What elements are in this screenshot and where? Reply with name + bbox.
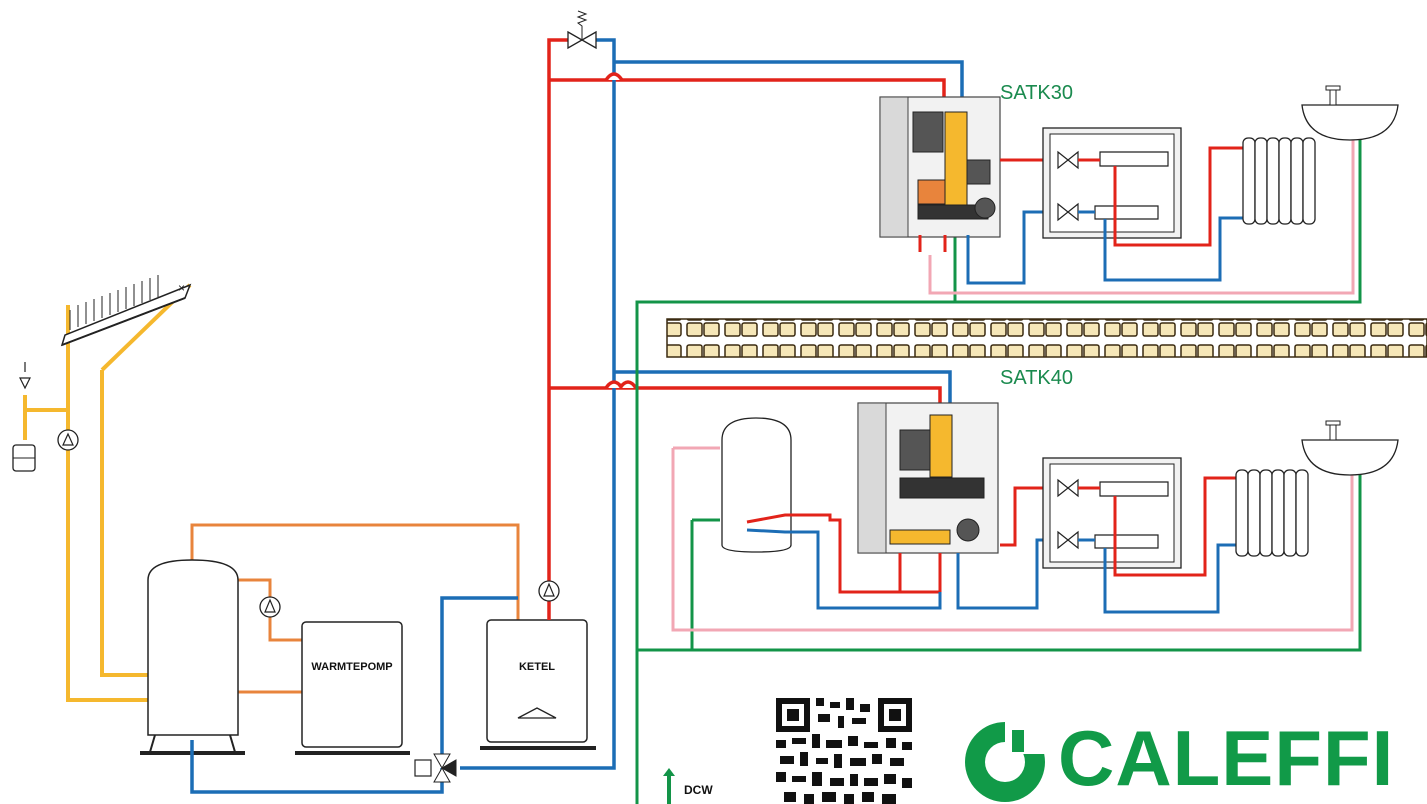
satk40-flow bbox=[746, 486, 1055, 594]
manifold-valves bbox=[1057, 478, 1079, 550]
safety-valve-icon bbox=[19, 362, 31, 390]
dcw-line bbox=[635, 140, 1362, 804]
pump-icon bbox=[57, 429, 79, 451]
unit-label-satk40: SATK40 bbox=[1000, 367, 1073, 389]
washbasin-icon bbox=[1301, 85, 1399, 141]
satellite-unit-satk30 bbox=[879, 96, 1001, 238]
pipe-crossing bbox=[604, 72, 638, 390]
washbasin-icon bbox=[1301, 420, 1399, 476]
storage-tank-icon bbox=[140, 559, 245, 755]
expansion-vessel-icon bbox=[12, 444, 36, 472]
solar-collector-icon: × bbox=[60, 275, 192, 347]
safety-valve-icon bbox=[567, 10, 597, 50]
caleffi-logo-icon bbox=[965, 722, 1049, 802]
brand-name: CALEFFI bbox=[1058, 714, 1395, 802]
satellite-unit-satk40 bbox=[857, 402, 999, 554]
manifold-valves bbox=[1057, 150, 1079, 222]
wall-section bbox=[666, 318, 1427, 358]
pump-icon bbox=[259, 596, 281, 618]
svg-text:×: × bbox=[178, 281, 185, 295]
dhw-return-line bbox=[671, 140, 1355, 632]
satk30-return bbox=[966, 210, 1055, 285]
heat-pump-icon bbox=[295, 621, 410, 755]
three-way-valve-icon bbox=[414, 753, 457, 783]
heat-pump-label: WARMTEPOMP bbox=[311, 661, 393, 673]
radiator-return bbox=[1078, 210, 1243, 282]
manifold-icon bbox=[1042, 457, 1182, 569]
radiator-flow bbox=[1078, 146, 1243, 247]
arrow-up-icon bbox=[663, 768, 675, 804]
pump-icon bbox=[538, 580, 560, 602]
unit-label-satk30: SATK30 bbox=[1000, 82, 1073, 104]
radiator-icon bbox=[1242, 137, 1316, 225]
radiator-return bbox=[1078, 538, 1236, 614]
boiler-label: KETEL bbox=[518, 661, 556, 673]
boiler-icon bbox=[480, 619, 596, 750]
qr-code-icon bbox=[775, 697, 913, 804]
manifold-icon bbox=[1042, 127, 1182, 239]
radiator-flow bbox=[1078, 476, 1236, 577]
legend-dcw-label: DCW bbox=[684, 783, 713, 797]
radiator-icon bbox=[1235, 469, 1309, 557]
